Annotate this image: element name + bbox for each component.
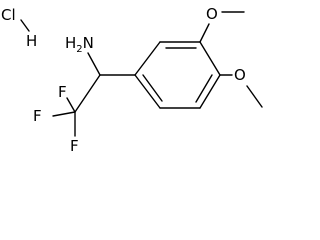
oxygen-atom-label-lower: O	[234, 66, 246, 84]
chemical-structure: Cl H H2N F F F O O	[1, 5, 263, 154]
oxygen-atom-label-upper: O	[206, 5, 218, 23]
ring-bond	[134, 41, 161, 76]
ring-double-bond	[142, 74, 163, 102]
amine-subscript: 2	[76, 44, 82, 55]
h-cl-bond	[20, 19, 30, 32]
ring-bond	[134, 74, 161, 109]
c-n-bond	[87, 52, 101, 76]
o-ch3-bond-lower	[246, 85, 263, 108]
amine-group-label: H2N	[65, 34, 94, 55]
fluorine-atom-label: F	[70, 137, 79, 154]
fluorine-atom-label: F	[33, 107, 42, 125]
c-o-bond-upper	[199, 23, 210, 43]
c-f-bond-2	[52, 111, 76, 117]
c-f-bond-1	[66, 97, 76, 113]
amine-h-label: H	[65, 34, 76, 52]
fluorine-atom-label: F	[58, 83, 67, 101]
ring-bond	[199, 41, 221, 76]
ring-double-bond	[195, 74, 213, 103]
c-cf3-bond	[74, 74, 101, 113]
chlorine-atom-label: Cl	[1, 6, 16, 24]
amine-n-label: N	[83, 34, 94, 52]
hydrogen-atom-label: H	[26, 32, 37, 50]
ring-bond	[199, 74, 221, 109]
